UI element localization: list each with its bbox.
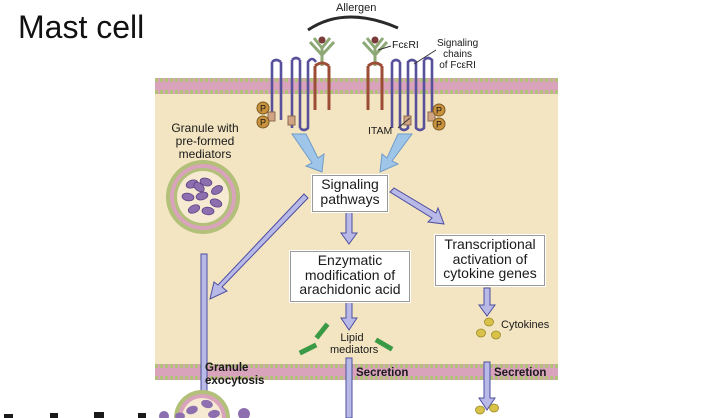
cytokine-marks xyxy=(475,317,501,415)
arrow-to-granule-exocytosis xyxy=(209,193,309,300)
lipid-mediator-marks xyxy=(298,322,394,356)
receptor-to-signaling-arrow-right xyxy=(379,133,413,173)
allergen-epitope-left xyxy=(318,36,326,44)
granule-mediator xyxy=(201,206,215,216)
leader-itam xyxy=(397,117,411,129)
granule-mediator xyxy=(181,192,195,202)
process-arrows xyxy=(195,187,496,418)
signaling-chains-label: Signaling chains of FcεRI xyxy=(437,38,479,71)
signaling-pathways-box: Signaling pathways xyxy=(312,175,388,212)
itam-box-right-2 xyxy=(427,111,436,122)
fceri-label: FcεRI xyxy=(392,39,419,51)
granule-mediator xyxy=(187,204,201,214)
itam-label: ITAM xyxy=(368,125,393,137)
leader-signaling-chains xyxy=(413,49,437,65)
arrow-to-cytokines xyxy=(478,287,496,317)
receptor-alpha-chain-left xyxy=(313,66,331,110)
itam-box-left-1 xyxy=(267,111,276,122)
granule-mediator xyxy=(195,191,209,201)
allergen-label: Allergen xyxy=(336,2,377,14)
granule-exocytosis-label: Granule exocytosis xyxy=(205,362,265,387)
leader-fceri xyxy=(377,45,392,51)
svg-text:P: P xyxy=(436,106,442,116)
arrow-lipid-secretion xyxy=(345,357,353,418)
cytokines-label: Cytokines xyxy=(501,319,550,331)
granule-label: Granule with pre-formed mediators xyxy=(171,121,239,162)
released-granules xyxy=(159,390,250,418)
signaling-chain-left xyxy=(270,56,318,132)
granule-mediator xyxy=(209,198,223,208)
granule-mediator xyxy=(211,185,223,195)
arrow-to-enzymatic xyxy=(340,211,358,245)
secretion-label-lipid: Secretion xyxy=(356,367,409,379)
phospho-group-right: P P xyxy=(432,103,446,131)
transcriptional-activation-box: Transcriptional activation of cytokine g… xyxy=(435,235,545,286)
secretion-label-cytokine: Secretion xyxy=(494,367,547,379)
allergen-molecule xyxy=(307,15,399,32)
receptor-to-signaling-arrow-left xyxy=(291,133,325,173)
arrow-cytokine-secretion xyxy=(478,361,496,411)
lipid-mediators-label: Lipid mediators xyxy=(330,332,379,357)
arrow-to-lipid-mediators xyxy=(340,301,358,331)
granule-mediator xyxy=(193,181,205,193)
receptor-alpha-chain-right xyxy=(366,66,384,110)
svg-text:P: P xyxy=(260,118,266,128)
allergen-epitope-right xyxy=(371,36,379,44)
plasma-membrane-top xyxy=(155,78,558,94)
itam-box-left-2 xyxy=(287,115,296,126)
signaling-chain-right xyxy=(390,56,434,132)
svg-text:P: P xyxy=(260,104,266,114)
granule-mediator xyxy=(199,177,213,187)
phospho-group-left: P P xyxy=(256,101,270,129)
svg-text:P: P xyxy=(436,120,442,130)
cell-interior xyxy=(155,80,558,380)
granule-mediators xyxy=(181,177,223,216)
enzymatic-modification-box: Enzymatic modification of arachidonic ac… xyxy=(290,251,410,302)
cut-off-bottom-shapes xyxy=(4,412,146,418)
plasma-membrane-bottom xyxy=(155,364,558,380)
page-title: Mast cell xyxy=(18,9,145,45)
arrow-to-transcriptional xyxy=(389,187,445,225)
